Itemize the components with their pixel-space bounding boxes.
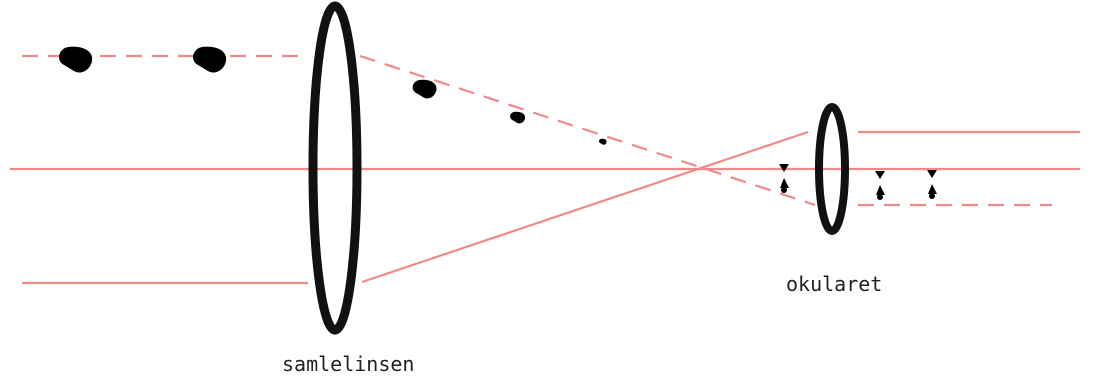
- converging-ray-bottom: [362, 132, 808, 282]
- objective-lens-label: samlelinsen: [282, 352, 414, 376]
- converging-ray-top: [360, 56, 706, 169]
- eyepiece-lens-label: okularet: [786, 272, 882, 296]
- inverted-image-3: [927, 170, 937, 199]
- person-figure-5: [595, 139, 607, 165]
- person-figure-4: [503, 112, 526, 163]
- diverging-ray-lower: [706, 169, 815, 205]
- person-figure-1: [42, 47, 92, 161]
- person-figure-2: [176, 47, 226, 161]
- inverted-image-2: [875, 171, 885, 200]
- person-figure-3: [400, 80, 436, 162]
